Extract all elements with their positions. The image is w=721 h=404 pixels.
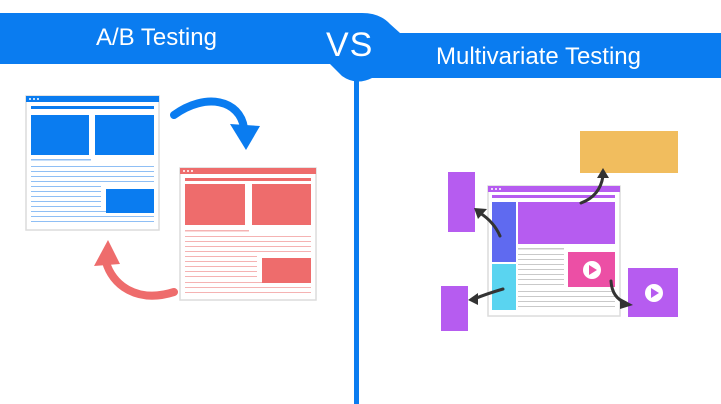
play-icon — [583, 261, 601, 279]
arrowheads — [468, 168, 633, 309]
play-icon — [645, 284, 663, 302]
arrow-curved-right-icon — [170, 97, 260, 150]
vs-label: VS — [326, 26, 374, 64]
multivariate-testing-title: Multivariate Testing — [436, 43, 641, 70]
header-band — [0, 13, 721, 82]
purple-video-block — [628, 268, 678, 317]
orange-block — [580, 131, 678, 173]
arrow-curved-left-icon — [94, 240, 178, 300]
multivariate-page — [487, 185, 621, 317]
variant-b-page — [179, 167, 317, 301]
purple-block-left-top — [448, 172, 475, 232]
center-divider — [354, 78, 359, 404]
ab-testing-title: A/B Testing — [96, 24, 217, 51]
variant-a-page — [25, 95, 160, 231]
purple-block-left-bottom — [441, 286, 468, 331]
